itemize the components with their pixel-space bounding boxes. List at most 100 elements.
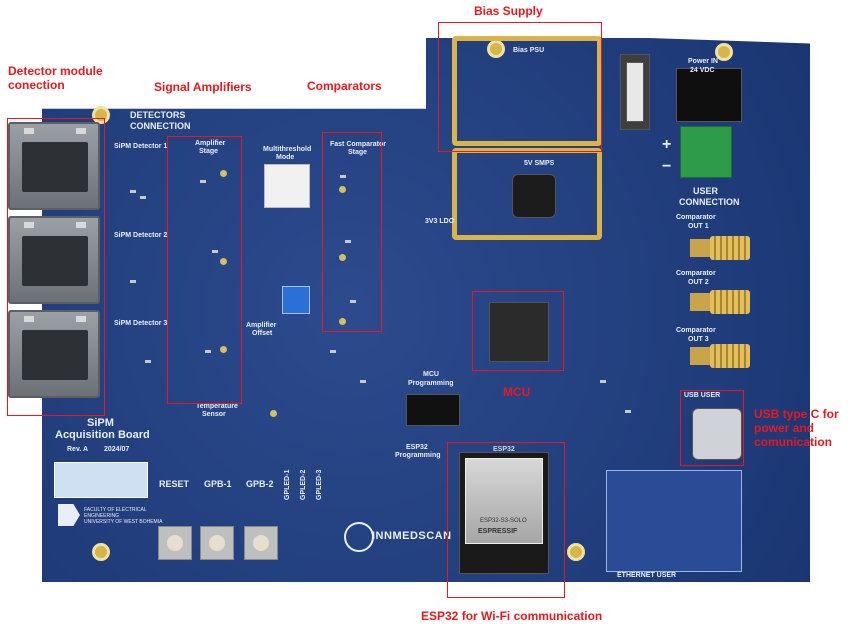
board-title-1: SiPM <box>87 417 114 429</box>
ethernet-user-label: ETHERNET USER <box>617 572 677 579</box>
amplifier-stage-label-1: Amplifier <box>195 140 226 147</box>
comparator-out-3-label-1: Comparator <box>676 327 716 334</box>
label-box <box>54 462 148 498</box>
logo-line-3: UNIVERSITY OF WEST BOHEMIA <box>84 519 163 525</box>
esp32-frame <box>447 442 565 598</box>
comparator-out-1-label-2: OUT 1 <box>688 223 709 230</box>
power-voltage-label: 24 VDC <box>690 67 715 74</box>
logo-line-1: FACULTY OF ELECTRICAL <box>84 507 147 513</box>
test-point <box>220 170 227 177</box>
component <box>600 380 606 383</box>
bias-psu-label: Bias PSU <box>513 47 545 54</box>
amplifier-offset-label-1: Amplifier <box>246 322 277 329</box>
mounting-hole <box>92 543 110 561</box>
component <box>200 180 206 183</box>
multithreshold-switch <box>264 164 310 208</box>
usb-c-port <box>692 408 742 460</box>
signal-amplifiers-annotation: Signal Amplifiers <box>154 80 252 94</box>
mcu-frame <box>472 291 564 371</box>
test-point <box>220 258 227 265</box>
component <box>330 350 336 353</box>
sipm-detector-2-label: SiPM Detector 2 <box>114 232 168 239</box>
power-in-label: Power IN <box>688 58 718 65</box>
rj45-connector-1 <box>8 122 100 210</box>
user-connection-label-2: CONNECTION <box>679 197 740 207</box>
offset-potentiometer <box>282 286 310 314</box>
bias-supply-frame <box>438 22 602 152</box>
mounting-hole <box>567 543 585 561</box>
comparator-out-2-label-1: Comparator <box>676 270 716 277</box>
mounting-hole <box>487 40 505 58</box>
esp32-brand-label: ESPRESSIF <box>478 528 518 535</box>
test-point <box>339 254 346 261</box>
component <box>350 300 356 303</box>
amplifier-offset-label-2: Offset <box>252 330 273 337</box>
rj45-connector-3 <box>8 310 100 398</box>
smps-area <box>452 148 602 240</box>
esp32-annotation: ESP32 for Wi-Fi communication <box>421 609 603 623</box>
esp32-shield <box>465 458 543 544</box>
amplifier-stage-label-2: Stage <box>199 148 219 155</box>
board-title-2: Acquisition Board <box>55 429 150 441</box>
user-connection-label-1: USER <box>693 186 719 196</box>
sma-out-2 <box>690 290 752 314</box>
detector-connection-frame <box>7 118 105 416</box>
ldo-label: 3V3 LDO <box>425 218 455 225</box>
component <box>205 350 211 353</box>
fuse <box>626 62 644 122</box>
temperature-sensor-label-2: Sensor <box>202 411 226 418</box>
sipm-detector-3-label: SiPM Detector 3 <box>114 320 168 327</box>
component <box>130 190 136 193</box>
test-point <box>339 318 346 325</box>
component <box>130 280 136 283</box>
gpb-1-label: GPB-1 <box>204 479 232 489</box>
comparator-out-2-label-2: OUT 2 <box>688 279 709 286</box>
reset-button <box>158 526 192 560</box>
usb-frame <box>680 390 744 466</box>
component <box>140 196 146 199</box>
fast-comparator-label-1: Fast Comparator <box>330 141 387 148</box>
smps-label: 5V SMPS <box>524 160 555 167</box>
innmedscan-label: INNMEDSCAN <box>372 530 452 542</box>
gpb-1-button <box>200 526 234 560</box>
sma-out-3 <box>690 344 752 368</box>
mounting-hole <box>715 43 733 61</box>
mcu-programming-label-1: MCU <box>423 371 439 378</box>
university-logo <box>58 504 80 526</box>
signal-amplifiers-frame <box>167 136 242 404</box>
fast-comparator-label-2: Stage <box>348 149 368 156</box>
mcu-chip <box>489 302 549 362</box>
ethernet-user-header <box>606 470 742 572</box>
mounting-hole <box>92 106 110 124</box>
rj45-connector-2 <box>8 216 100 304</box>
component <box>145 360 151 363</box>
mcu-programming-label-2: Programming <box>408 380 454 387</box>
gpb-2-label: GPB-2 <box>246 479 274 489</box>
test-point <box>270 410 277 417</box>
dc-jack <box>676 68 742 122</box>
sma-out-1 <box>690 236 752 260</box>
test-point <box>220 346 227 353</box>
inductor <box>512 174 556 218</box>
usb-annotation: USB type C for power and comunication <box>754 407 839 449</box>
multithreshold-label-1: Multithreshold <box>263 146 312 153</box>
mcu-annotation: MCU <box>503 385 531 399</box>
reset-label: RESET <box>159 479 190 489</box>
detectors-connection-label-2: CONNECTION <box>130 121 191 131</box>
esp32-programming-label-1: ESP32 <box>406 444 428 451</box>
esp32-module-label: ESP32 <box>493 446 515 453</box>
component <box>360 380 366 383</box>
terminal-block <box>680 126 732 178</box>
component <box>212 250 218 253</box>
gpled-2-label: GPLED-2 <box>300 469 307 500</box>
revision-label: Rev. A <box>67 446 89 453</box>
comparator-out-1-label-1: Comparator <box>676 214 716 221</box>
minus-label: − <box>662 158 672 175</box>
sipm-detector-1-label: SiPM Detector 1 <box>114 143 168 150</box>
comparators-annotation: Comparators <box>307 79 382 93</box>
gpled-3-label: GPLED-3 <box>316 469 323 500</box>
programming-header <box>406 394 460 426</box>
plus-label: + <box>662 136 672 153</box>
comparators-frame <box>322 132 382 332</box>
comparator-out-3-label-2: OUT 3 <box>688 336 709 343</box>
